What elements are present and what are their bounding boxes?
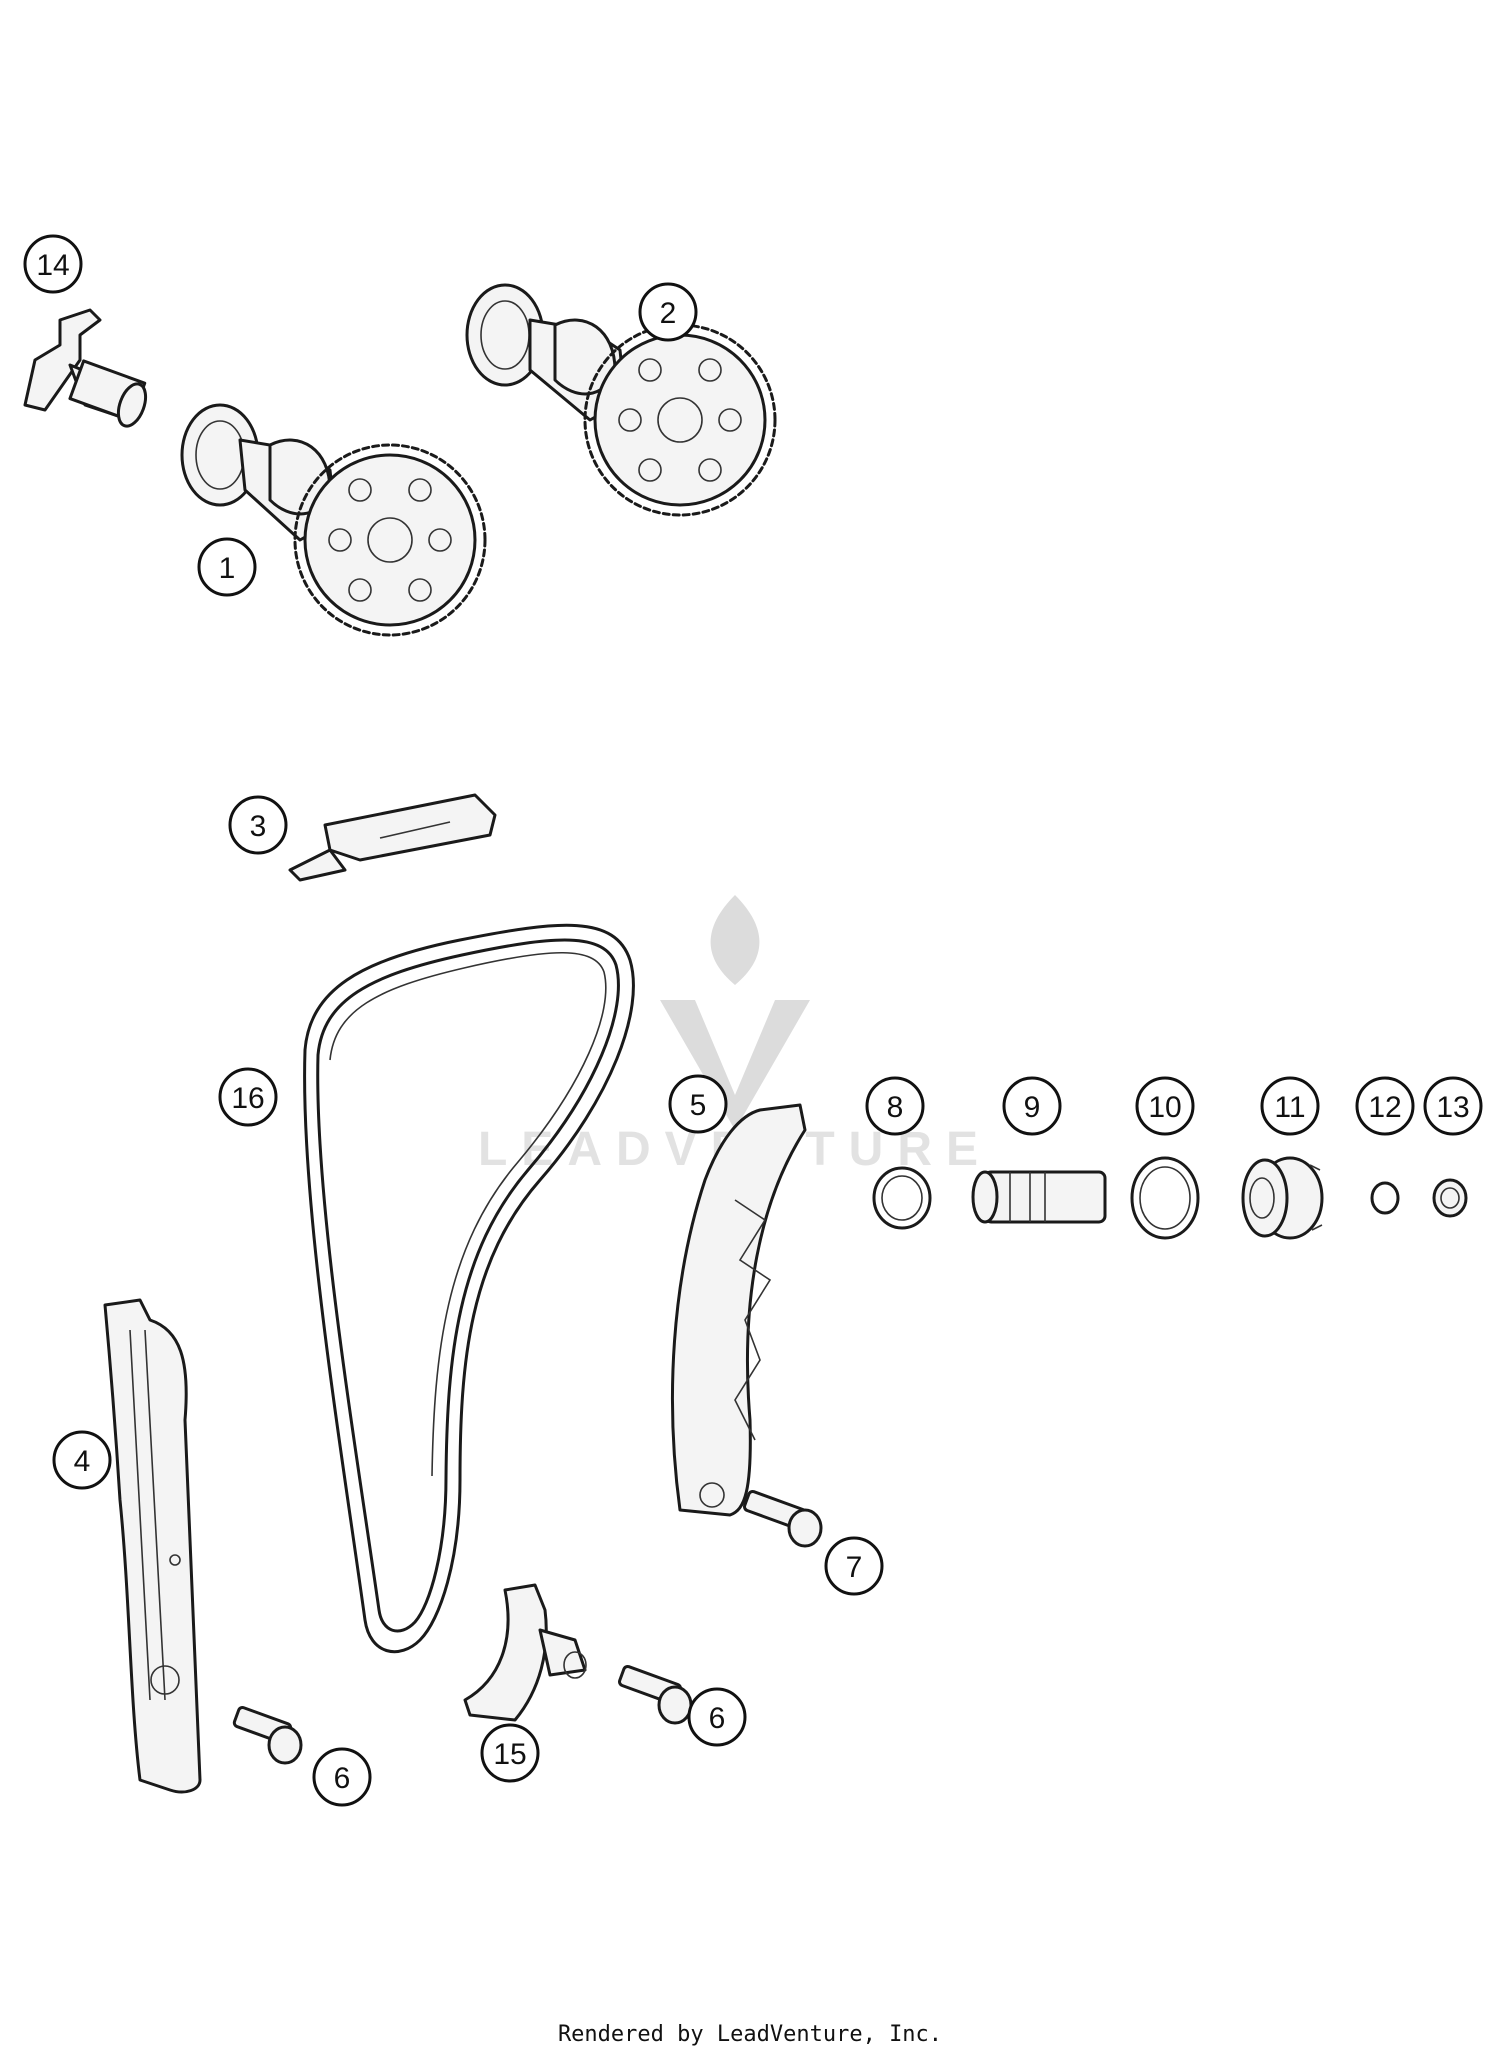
callout-4: 4 (52, 1430, 112, 1490)
part-6-bolt-right (618, 1664, 693, 1725)
svg-text:5: 5 (690, 1089, 707, 1122)
svg-text:1: 1 (219, 552, 236, 585)
callout-7: 7 (824, 1536, 884, 1596)
part-5-tensioner-rail (670, 1103, 807, 1517)
part-7-bolt (743, 1489, 823, 1548)
part-16-timing-chain (303, 923, 635, 1654)
svg-text:3: 3 (250, 810, 267, 843)
svg-text:6: 6 (334, 1762, 351, 1795)
part-2-camshaft (465, 283, 777, 517)
part-11-screw-plug (1241, 1156, 1324, 1240)
callout-6-left: 6 (312, 1747, 372, 1807)
callout-10: 10 (1135, 1076, 1195, 1136)
part-13-small-plug (1432, 1178, 1468, 1218)
callout-9: 9 (1002, 1076, 1062, 1136)
callout-2: 2 (638, 282, 698, 342)
svg-text:8: 8 (887, 1091, 904, 1124)
callout-1: 1 (197, 537, 257, 597)
footer-credit: Rendered by LeadVenture, Inc. (557, 2022, 943, 2047)
svg-text:2: 2 (660, 297, 677, 330)
part-15-guide-piece (463, 1583, 587, 1722)
part-3-guide-rail (288, 793, 497, 882)
part-6-bolt-left (232, 1705, 303, 1765)
svg-text:11: 11 (1274, 1091, 1305, 1124)
svg-text:6: 6 (709, 1702, 726, 1735)
callout-13: 13 (1423, 1076, 1483, 1136)
callout-11: 11 (1260, 1076, 1320, 1136)
svg-text:4: 4 (74, 1445, 91, 1478)
part-9-plunger (971, 1170, 1107, 1224)
callout-12: 12 (1355, 1076, 1415, 1136)
part-14-shaft (23, 308, 148, 428)
callout-16: 16 (218, 1067, 278, 1127)
svg-text:7: 7 (846, 1551, 863, 1584)
part-8-ring (872, 1166, 932, 1230)
svg-text:10: 10 (1148, 1091, 1181, 1124)
svg-text:15: 15 (493, 1738, 526, 1771)
callout-5: 5 (668, 1074, 728, 1134)
part-4-guide-rail (103, 1298, 202, 1794)
callout-6-right: 6 (687, 1687, 747, 1747)
svg-text:12: 12 (1368, 1091, 1401, 1124)
callout-14: 14 (23, 234, 83, 294)
callout-15: 15 (480, 1723, 540, 1783)
svg-text:16: 16 (231, 1082, 264, 1115)
callout-8: 8 (865, 1076, 925, 1136)
svg-text:13: 13 (1436, 1091, 1469, 1124)
part-1-camshaft (180, 403, 487, 637)
svg-text:14: 14 (36, 249, 69, 282)
part-12-small-ring (1370, 1181, 1400, 1215)
callout-3: 3 (228, 795, 288, 855)
part-10-ring (1130, 1156, 1200, 1240)
svg-text:9: 9 (1024, 1091, 1041, 1124)
